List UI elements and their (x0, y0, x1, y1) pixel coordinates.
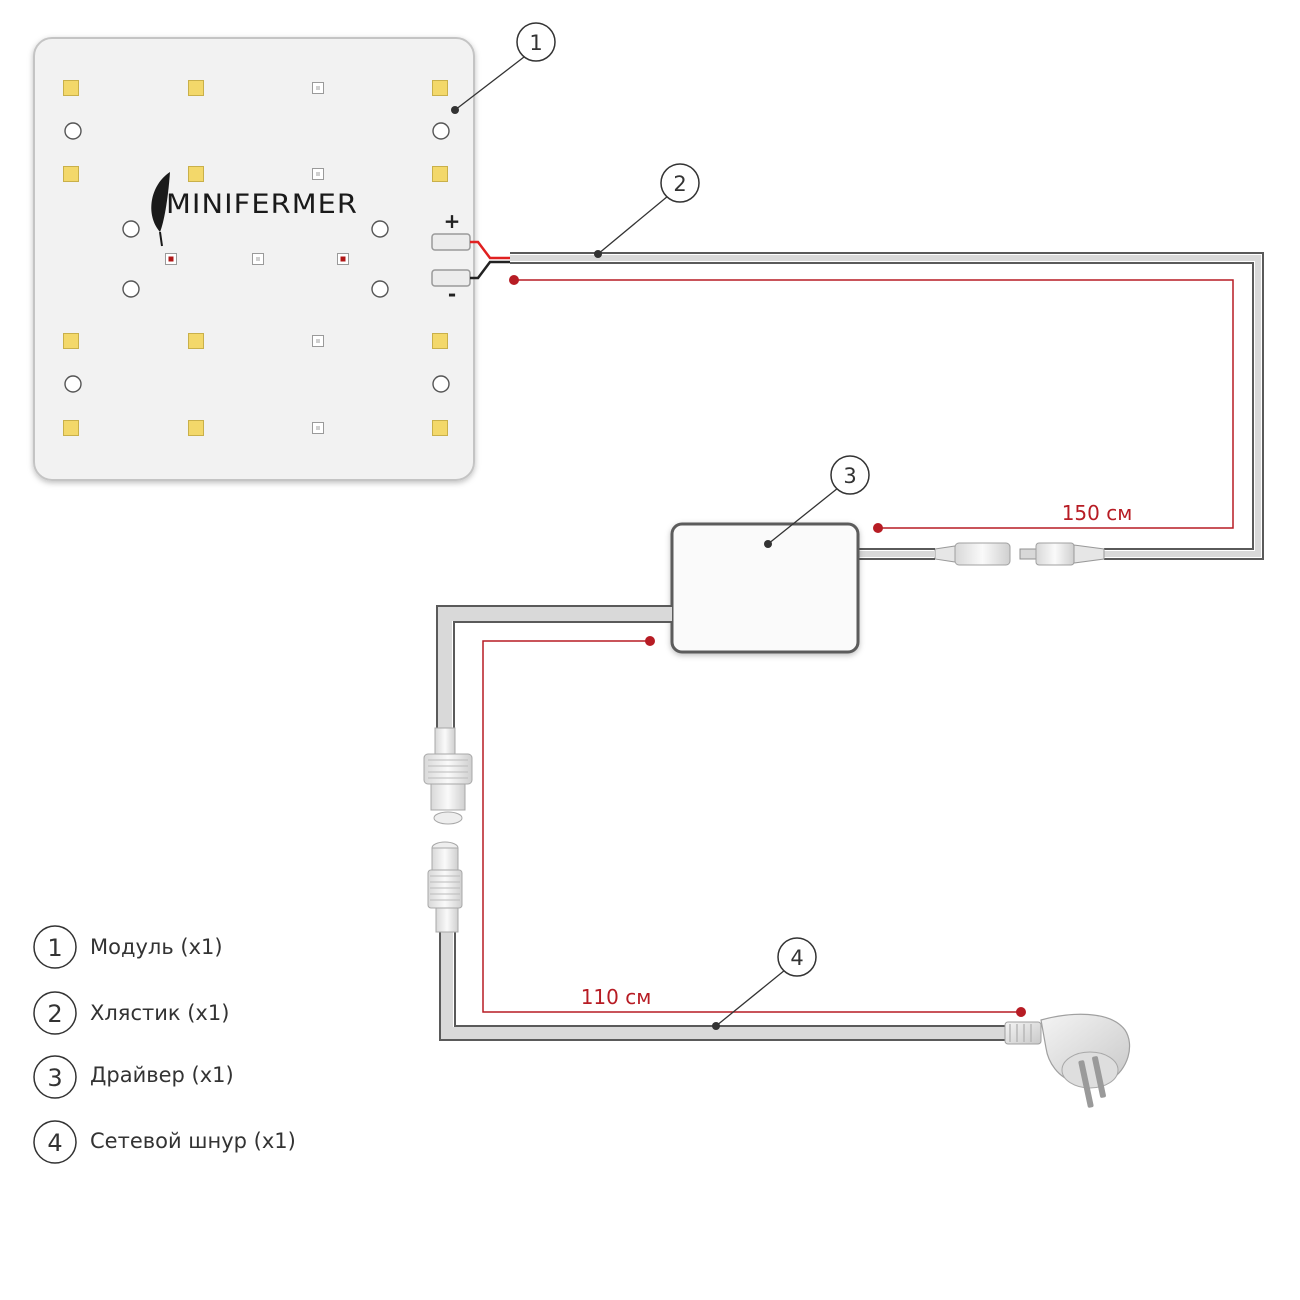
mounting-hole (371, 220, 389, 238)
led-module: MINIFERMER + - (33, 37, 510, 481)
legend-number: 2 (47, 1000, 62, 1028)
callout-1: 1 (451, 22, 556, 114)
led-warm (63, 420, 79, 436)
waterproof-connector-male (423, 727, 473, 825)
led-warm (63, 80, 79, 96)
led-white-core (316, 426, 320, 430)
led-red-core (168, 256, 174, 262)
led-white-core (316, 86, 320, 90)
dimension-110cm: 110 см (482, 636, 1026, 1017)
dimension-150cm: 150 см (509, 275, 1234, 533)
callout-4: 4 (712, 937, 817, 1030)
mounting-hole (371, 280, 389, 298)
legend-number: 4 (47, 1129, 62, 1157)
led-warm (432, 166, 448, 182)
mounting-hole (122, 280, 140, 298)
led-warm (432, 333, 448, 349)
legend-item: 1 Модуль (х1) (33, 925, 223, 969)
callout-3: 3 (764, 455, 870, 548)
led-warm (63, 333, 79, 349)
led-warm (188, 80, 204, 96)
legend-number: 3 (47, 1064, 62, 1092)
mounting-hole (432, 375, 450, 393)
callout-number-2: 2 (673, 172, 686, 196)
callout-number-3: 3 (843, 464, 856, 488)
wire-negative (470, 260, 510, 280)
mounting-hole (64, 375, 82, 393)
terminal-plus (431, 233, 471, 251)
legend-text: Сетевой шнур (х1) (90, 1129, 296, 1153)
led-white-core (316, 339, 320, 343)
legend-item: 4 Сетевой шнур (х1) (33, 1120, 296, 1164)
callout-number-1: 1 (529, 31, 542, 55)
dc-connector-male (1019, 542, 1105, 566)
power-plug-icon (1004, 1013, 1131, 1108)
callout-2: 2 (594, 163, 700, 258)
led-grid (63, 80, 448, 436)
led-white-core (256, 257, 260, 261)
dc-connector-female (934, 542, 1011, 566)
led-warm (188, 166, 204, 182)
waterproof-connector-female (427, 841, 463, 933)
legend-number: 1 (47, 934, 62, 962)
legend-item: 3 Драйвер (х1) (33, 1055, 234, 1099)
minifermer-logo: MINIFERMER (151, 172, 358, 247)
wire-positive (470, 240, 510, 260)
dimension-label-110: 110 см (581, 985, 652, 1009)
pigtail-cable (510, 252, 1264, 560)
legend-item: 2 Хлястик (х1) (33, 991, 229, 1035)
mounting-hole (432, 122, 450, 140)
legend-text: Хлястик (х1) (90, 1001, 229, 1025)
led-warm (188, 333, 204, 349)
led-warm (188, 420, 204, 436)
legend-text: Модуль (х1) (90, 935, 223, 959)
plus-sign: + (444, 209, 461, 233)
callout-number-4: 4 (790, 946, 803, 970)
dimension-label-150: 150 см (1062, 501, 1133, 525)
driver-box (670, 522, 860, 654)
legend: 1 Модуль (х1) 2 Хлястик (х1) 3 Драйвер (… (33, 925, 296, 1164)
leaf-icon (151, 172, 170, 232)
minus-sign: - (448, 282, 456, 306)
led-white-core (316, 172, 320, 176)
mounting-hole (64, 122, 82, 140)
led-red-core (340, 256, 346, 262)
legend-text: Драйвер (х1) (90, 1063, 234, 1087)
led-warm (432, 420, 448, 436)
leaf-stem-icon (159, 231, 163, 247)
mounting-hole (122, 220, 140, 238)
driver-cables (858, 548, 935, 560)
led-warm (63, 166, 79, 182)
logo-text: MINIFERMER (166, 189, 358, 220)
mounting-holes (64, 122, 450, 393)
led-warm (432, 80, 448, 96)
power-cord-cable (436, 605, 1005, 1041)
